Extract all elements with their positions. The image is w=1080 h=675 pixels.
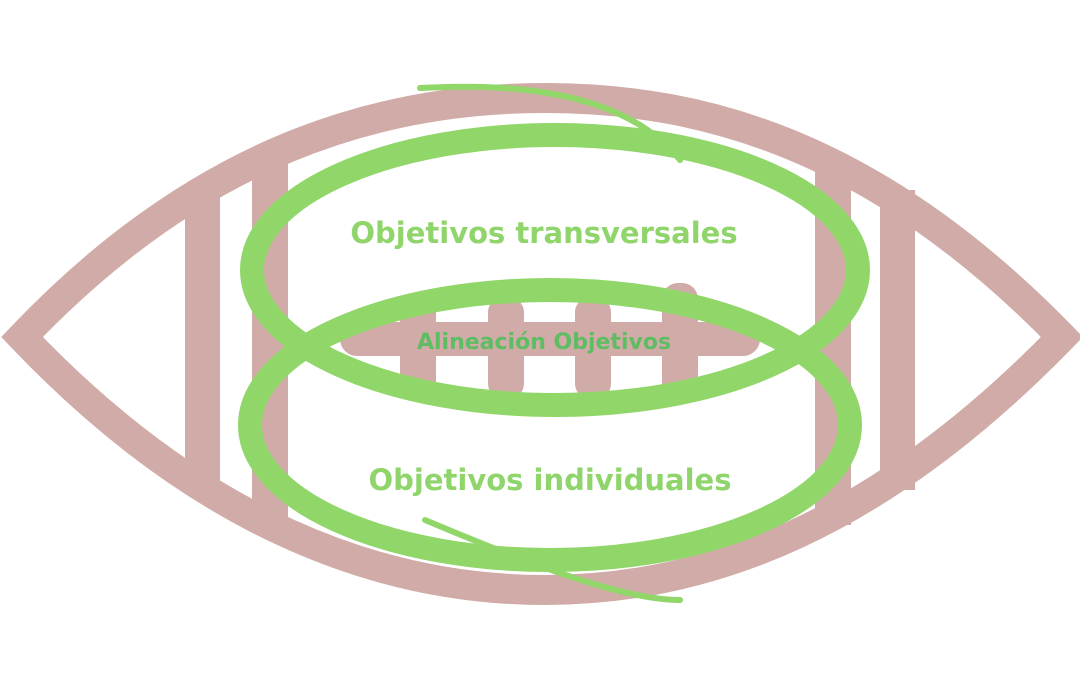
ring-bottom [238,278,862,572]
label-objective-alignment: Alineación Objetivos [416,330,672,355]
football-outline [1,82,1080,606]
label-individual-objectives: Objetivos individuales [368,463,732,497]
ring-top [240,123,870,417]
swoosh-top [417,83,683,163]
swoosh-bottom [422,517,683,603]
label-transversal-objectives: Objetivos transversales [350,216,738,250]
lace-bar [340,322,760,356]
stripe-left-1 [185,190,220,490]
stripe-right-2 [880,190,915,490]
lace-1 [400,298,436,398]
lace-2 [488,298,524,398]
lace-3 [575,298,611,398]
